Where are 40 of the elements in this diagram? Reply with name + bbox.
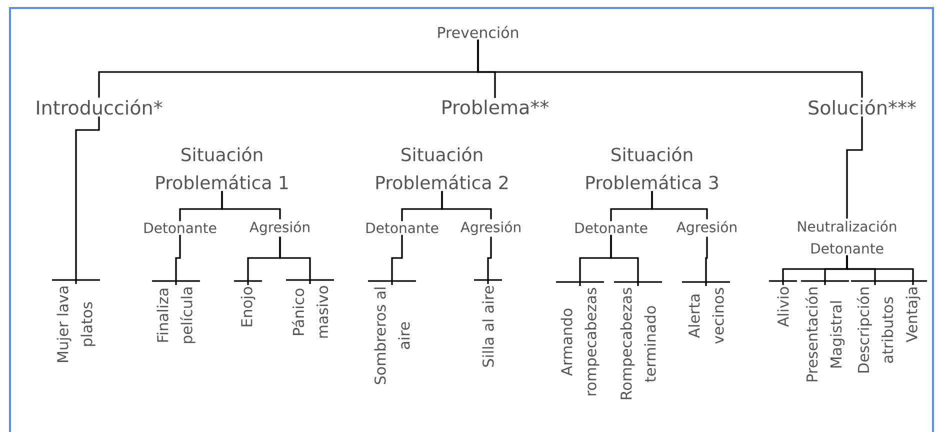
leaf-label: Presentación Magistral — [805, 287, 845, 382]
branch-label: Detonante — [366, 222, 438, 234]
root-label: Prevención — [438, 26, 518, 38]
connector-line — [477, 40, 863, 98]
section-label: Introducción* — [37, 99, 162, 115]
leaf-label: Rompecabezas terminado — [620, 288, 656, 400]
leaf-label: Enojo — [240, 287, 256, 326]
connector-line — [391, 234, 403, 285]
connector-line — [846, 116, 863, 219]
connector-line — [279, 236, 311, 284]
situation-label: Situación Problemática 2 — [376, 146, 508, 190]
leaf-label: Armando rompecabezas — [560, 288, 600, 396]
connector-line — [651, 191, 708, 220]
leaf-label: Alivio — [777, 287, 789, 327]
branch-label: Neutralización Detonante — [798, 220, 896, 254]
leaf-label: Alerta vecinos — [688, 288, 724, 344]
branch-label: Agresión — [250, 220, 310, 236]
branch-label: Detonante — [575, 222, 648, 234]
section-label: Problema** — [442, 100, 549, 114]
branch-label: Agresión — [676, 220, 736, 236]
connector-line — [487, 236, 492, 284]
leaf-label: Ventaja — [906, 288, 920, 342]
leaf-label: Descripción atributos — [856, 287, 894, 373]
section-label: Solución*** — [808, 99, 916, 115]
branch-label: Detonante — [144, 222, 216, 234]
situation-label: Situación Problemática 3 — [586, 146, 718, 190]
leaf-label: Mujer lava platos — [56, 286, 96, 362]
situation-label: Situación Problemática 1 — [156, 146, 288, 190]
connector-line — [705, 236, 708, 286]
connector-line — [441, 191, 492, 220]
leaf-label: Sombreros al aire — [374, 288, 410, 384]
leaf-label: Finaliza película — [156, 288, 196, 344]
connector-line — [221, 191, 281, 220]
connector-line — [175, 234, 181, 285]
connector-line — [846, 255, 914, 285]
connector-line — [75, 116, 100, 284]
connector-line — [610, 234, 639, 286]
leaf-label: Pánico masivo — [292, 286, 328, 338]
leaf-label: Silla al aire — [482, 286, 494, 367]
branch-label: Agresión — [460, 220, 520, 236]
